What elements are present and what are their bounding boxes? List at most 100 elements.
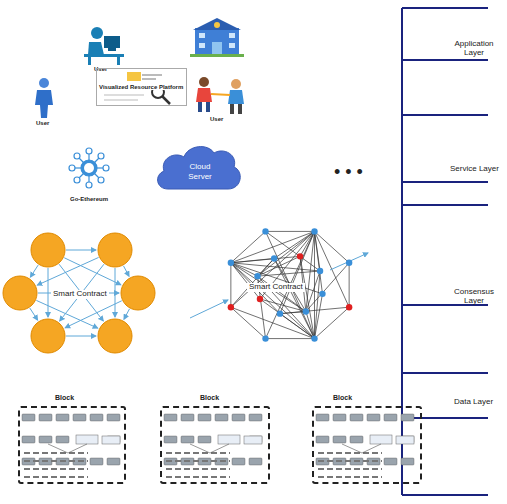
- figure-stroke: [24, 476, 88, 478]
- figure-stroke: [306, 271, 320, 312]
- figure-stroke: [350, 414, 363, 421]
- cloud-outline: [158, 147, 241, 189]
- figure-stroke: [24, 452, 88, 454]
- ring-node: [31, 319, 65, 353]
- text-label: User: [210, 116, 223, 123]
- figure-stroke: [300, 231, 314, 256]
- cloud-text-area: Cloud Server: [168, 155, 232, 189]
- block-box: Block: [18, 392, 126, 490]
- figure-stroke: [102, 436, 120, 444]
- smart-contract-ring: [3, 233, 155, 353]
- block-contents: [22, 414, 414, 477]
- user-desk-icon: [84, 27, 124, 65]
- ring-node: [98, 233, 132, 267]
- block-heading: Block: [333, 394, 352, 401]
- figure-stroke: [266, 231, 315, 232]
- figure-stroke: [362, 444, 381, 453]
- figure-stroke: [68, 444, 87, 453]
- mesh-node: [228, 260, 234, 266]
- figure-stroke: [314, 307, 349, 338]
- figure-stroke: [318, 476, 382, 478]
- figure-stroke: [56, 436, 69, 443]
- block-box: Block: [312, 392, 422, 490]
- figure-stroke: [333, 414, 346, 421]
- block-heading: Block: [200, 394, 219, 401]
- figure-stroke: [258, 276, 306, 311]
- text-label: Service Layer: [450, 165, 499, 174]
- children-icon: [196, 77, 244, 114]
- figure-stroke: [166, 468, 230, 470]
- figure-stroke: [164, 414, 177, 421]
- mesh-node: [311, 335, 317, 341]
- figure-stroke: [164, 436, 177, 443]
- text-label: Application Layer: [445, 40, 503, 58]
- figure-stroke: [124, 309, 130, 319]
- figure-stroke: [314, 294, 322, 339]
- figure-stroke: [231, 263, 320, 271]
- school-icon: [190, 18, 244, 57]
- figure-stroke: [231, 263, 260, 299]
- figure-stroke: [73, 414, 86, 421]
- figure-stroke: [316, 436, 329, 443]
- go-ethereum-hub: [69, 148, 109, 188]
- smart-contract-mesh: [190, 228, 368, 342]
- figure-stroke: [190, 300, 228, 318]
- figure-stroke: [210, 444, 229, 453]
- figure-stroke: [249, 458, 262, 465]
- block-border: [18, 406, 126, 484]
- figure-stroke: [300, 256, 314, 338]
- figure-stroke: [181, 414, 194, 421]
- text-label: Smart Contract: [51, 290, 109, 299]
- figure-stroke: [218, 435, 240, 444]
- figure-stroke: [66, 250, 96, 251]
- figure-stroke: [280, 312, 306, 314]
- figure-stroke: [318, 452, 382, 454]
- mesh-node: [297, 253, 303, 259]
- block-heading: Block: [55, 394, 74, 401]
- figure-stroke: [401, 414, 414, 421]
- figure-stroke: [384, 458, 397, 465]
- figure-stroke: [349, 263, 350, 307]
- figure-stroke: [330, 253, 368, 270]
- mesh-node: [262, 335, 268, 341]
- text-label: Data Layer: [454, 398, 493, 407]
- figure-stroke: [48, 444, 68, 453]
- figure-stroke: [90, 458, 103, 465]
- figure-stroke: [258, 271, 321, 276]
- ring-node: [3, 276, 37, 310]
- figure-stroke: [367, 414, 380, 421]
- block-box: Block: [160, 392, 270, 490]
- text-label: Go-Ethereum: [70, 196, 108, 203]
- figure-stroke: [249, 414, 262, 421]
- figure-stroke: [166, 476, 230, 478]
- figure-stroke: [123, 266, 129, 276]
- ring-node: [98, 319, 132, 353]
- mesh-node: [262, 228, 268, 234]
- block-border: [312, 406, 422, 484]
- figure-stroke: [384, 414, 397, 421]
- figure-stroke: [66, 336, 96, 337]
- ring-node: [31, 233, 65, 267]
- figure-stroke: [316, 414, 329, 421]
- figure-stroke: [39, 414, 52, 421]
- figure-stroke: [274, 258, 314, 338]
- figure-stroke: [198, 414, 211, 421]
- figure-stroke: [190, 444, 210, 453]
- mesh-node: [228, 304, 234, 310]
- mesh-node: [271, 255, 277, 261]
- mesh-node: [319, 291, 325, 297]
- figure-stroke: [350, 436, 363, 443]
- user-standing-icon: [35, 78, 53, 118]
- figure-stroke: [22, 436, 35, 443]
- figure-stroke: [39, 436, 52, 443]
- figure-stroke: [230, 263, 231, 307]
- figure-stroke: [76, 435, 98, 444]
- figure-stroke: [266, 231, 321, 271]
- mesh-node: [254, 273, 260, 279]
- figure-stroke: [107, 414, 120, 421]
- figure-stroke: [258, 258, 275, 276]
- ring-node: [121, 276, 155, 310]
- figure-stroke: [342, 444, 362, 453]
- mesh-node: [311, 228, 317, 234]
